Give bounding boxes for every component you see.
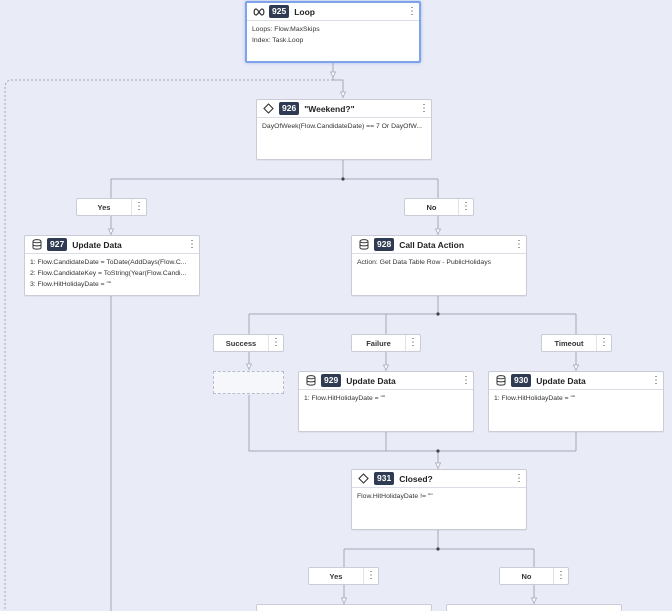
node-line: Loops: Flow.MaxSkips — [252, 26, 320, 33]
node-line: Flow.HitHolidayDate != "" — [357, 493, 433, 500]
loop-icon — [252, 5, 265, 18]
connector-926-split — [110, 160, 439, 198]
node-line: 2: Flow.CandidateKey = ToString(Year(Flo… — [30, 270, 187, 277]
path-failure-pill[interactable]: Failure ⋮ — [351, 334, 421, 352]
node-925-loop[interactable]: 925 Loop ⋮ Loops: Flow.MaxSkips Index: T… — [245, 1, 421, 63]
node-line: 1: Flow.CandidateDate = ToDate(AddDays(F… — [30, 259, 187, 266]
path-success-pill[interactable]: Success ⋮ — [213, 334, 284, 352]
kebab-menu-icon[interactable]: ⋮ — [458, 199, 473, 215]
kebab-menu-icon[interactable]: ⋮ — [187, 239, 197, 250]
kebab-menu-icon[interactable]: ⋮ — [419, 103, 429, 114]
node-927-update-data[interactable]: 927 Update Data ⋮ 1: Flow.CandidateDate … — [24, 235, 200, 296]
database-icon — [30, 238, 43, 251]
empty-action-placeholder[interactable] — [213, 371, 284, 394]
path-yes-pill-2[interactable]: Yes ⋮ — [308, 567, 379, 585]
node-header: 929 Update Data ⋮ — [299, 372, 473, 390]
node-title: "Weekend?" — [304, 103, 355, 114]
path-label: Yes — [97, 202, 111, 212]
kebab-menu-icon[interactable]: ⋮ — [405, 335, 420, 351]
connector-merge — [248, 395, 577, 469]
node-header: 928 Call Data Action ⋮ — [352, 236, 526, 254]
node-line: Action: Get Data Table Row - PublicHolid… — [357, 259, 491, 266]
kebab-menu-icon[interactable]: ⋮ — [596, 335, 611, 351]
path-no-pill-2[interactable]: No ⋮ — [499, 567, 569, 585]
connector-928-split — [248, 296, 577, 334]
connector-925-926 — [332, 62, 344, 98]
node-header: 931 Closed? ⋮ — [352, 470, 526, 488]
node-id-badge: 928 — [374, 238, 395, 251]
node-line: Index: Task.Loop — [252, 37, 304, 44]
node-line: 3: Flow.HitHolidayDate = "" — [30, 281, 112, 288]
path-label: Failure — [366, 338, 391, 348]
node-header: 930 Update Data ⋮ — [489, 372, 663, 390]
path-yes-pill[interactable]: Yes ⋮ — [76, 198, 147, 216]
node-id-badge: 930 — [511, 374, 532, 387]
database-icon — [494, 374, 507, 387]
path-label: Yes — [329, 571, 343, 581]
node-line: 1: Flow.HitHolidayDate = "" — [304, 395, 386, 402]
node-id-badge: 925 — [269, 5, 290, 18]
path-label: No — [521, 571, 532, 581]
node-id-badge: 926 — [279, 102, 300, 115]
node-929-update-data[interactable]: 929 Update Data ⋮ 1: Flow.HitHolidayDate… — [298, 371, 474, 432]
node-id-badge: 931 — [374, 472, 395, 485]
kebab-menu-icon[interactable]: ⋮ — [131, 199, 146, 215]
node-partial-left[interactable] — [256, 604, 432, 611]
node-header: 926 "Weekend?" ⋮ — [257, 100, 431, 118]
node-id-badge: 927 — [47, 238, 68, 251]
connector-loop-back — [4, 79, 333, 611]
node-title: Call Data Action — [399, 239, 465, 250]
path-no-pill[interactable]: No ⋮ — [404, 198, 474, 216]
kebab-menu-icon[interactable]: ⋮ — [363, 568, 378, 584]
node-title: Update Data — [346, 375, 396, 386]
path-label: Success — [225, 338, 257, 348]
kebab-menu-icon[interactable]: ⋮ — [514, 473, 524, 484]
node-line: DayOfWeek(Flow.CandidateDate) == 7 Or Da… — [262, 123, 423, 130]
node-title: Closed? — [399, 473, 433, 484]
path-timeout-pill[interactable]: Timeout ⋮ — [541, 334, 612, 352]
kebab-menu-icon[interactable]: ⋮ — [407, 6, 417, 17]
diamond-icon — [357, 472, 370, 485]
node-header: 925 Loop ⋮ — [247, 3, 419, 21]
kebab-menu-icon[interactable]: ⋮ — [553, 568, 568, 584]
node-line: 1: Flow.HitHolidayDate = "" — [494, 395, 576, 402]
path-label: Timeout — [554, 338, 584, 348]
node-header: 927 Update Data ⋮ — [25, 236, 199, 254]
node-928-call-data-action[interactable]: 928 Call Data Action ⋮ Action: Get Data … — [351, 235, 527, 296]
database-icon — [357, 238, 370, 251]
node-title: Loop — [294, 6, 315, 17]
kebab-menu-icon[interactable]: ⋮ — [461, 375, 471, 386]
diamond-icon — [262, 102, 275, 115]
node-926-decision[interactable]: 926 "Weekend?" ⋮ DayOfWeek(Flow.Candidat… — [256, 99, 432, 160]
node-930-update-data[interactable]: 930 Update Data ⋮ 1: Flow.HitHolidayDate… — [488, 371, 664, 432]
kebab-menu-icon[interactable]: ⋮ — [651, 375, 661, 386]
node-title: Update Data — [72, 239, 122, 250]
node-partial-right[interactable] — [446, 604, 622, 611]
database-icon — [304, 374, 317, 387]
kebab-menu-icon[interactable]: ⋮ — [514, 239, 524, 250]
node-title: Update Data — [536, 375, 586, 386]
kebab-menu-icon[interactable]: ⋮ — [268, 335, 283, 351]
node-id-badge: 929 — [321, 374, 342, 387]
node-931-decision[interactable]: 931 Closed? ⋮ Flow.HitHolidayDate != "" — [351, 469, 527, 530]
path-label: No — [426, 202, 437, 212]
